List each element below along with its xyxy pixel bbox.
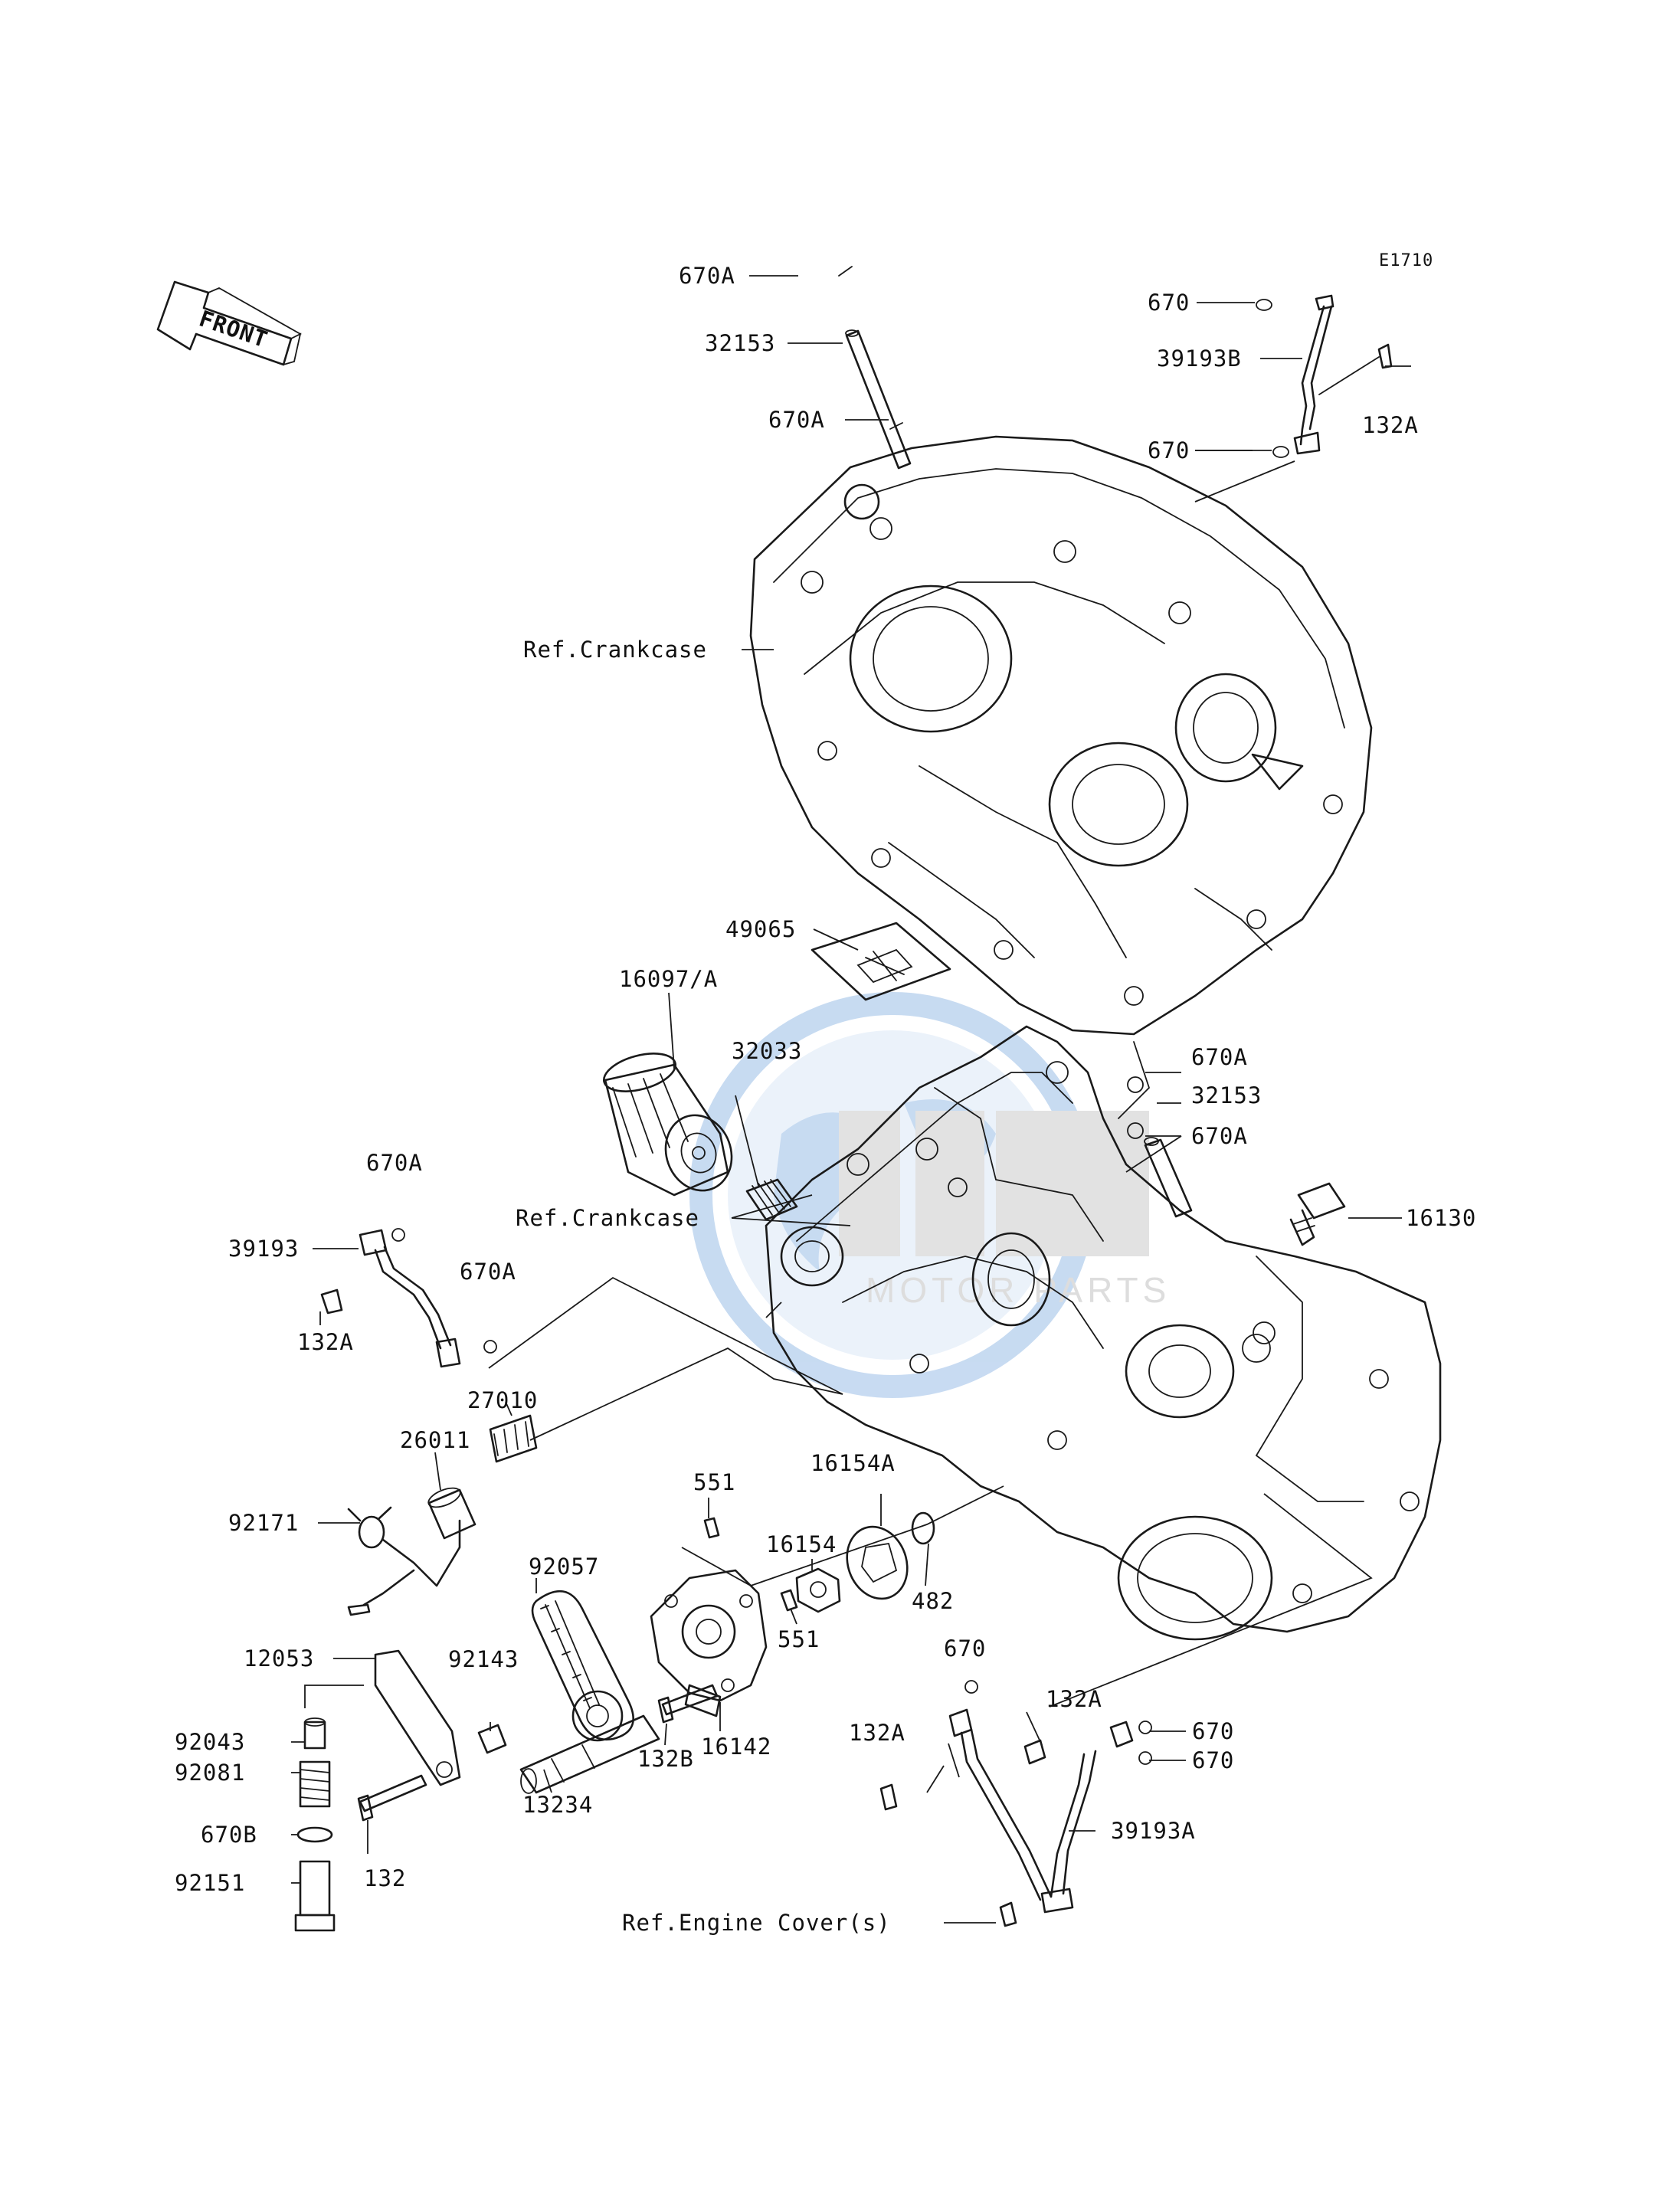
label-49065: 49065 (725, 916, 796, 942)
label-39193B: 39193B (1157, 345, 1242, 372)
label-ref-crankcase-2: Ref.Crankcase (516, 1205, 699, 1231)
label-132A-br2: 132A (849, 1720, 905, 1746)
label-92057: 92057 (529, 1554, 599, 1580)
label-132A-br: 132A (1046, 1686, 1102, 1712)
label-ref-crankcase-1: Ref.Crankcase (523, 637, 707, 663)
tensioner-12053 (374, 1649, 461, 1786)
spring-92081 (299, 1760, 331, 1808)
rotor-16154A (846, 1525, 909, 1600)
pin-551-bot (780, 1589, 798, 1612)
pipe-39193-left (320, 1228, 497, 1368)
label-16154: 16154 (766, 1531, 837, 1557)
label-92151: 92151 (175, 1870, 245, 1896)
crankcase-lower (765, 1025, 1442, 1641)
bolt-132 (357, 1774, 427, 1822)
label-482: 482 (912, 1588, 954, 1614)
label-670-br: 670 (944, 1635, 986, 1662)
label-670A-left2: 670A (460, 1259, 516, 1285)
label-ref-engine-cover: Ref.Engine Cover(s) (622, 1910, 891, 1936)
pipe-39193B (1256, 294, 1393, 458)
label-670A-top2: 670A (768, 407, 825, 433)
label-39193: 39193 (228, 1236, 299, 1262)
cap-92043 (303, 1717, 326, 1750)
chain-92057 (531, 1590, 634, 1742)
label-670A-mid: 670A (1191, 1044, 1248, 1070)
circlip-482 (911, 1511, 935, 1545)
label-670-br3: 670 (1192, 1747, 1234, 1773)
watermark-logo: MOTOR PARTS (689, 992, 1171, 1398)
gear-27010 (489, 1414, 538, 1463)
leader-lines (291, 275, 1411, 1924)
pin-551-top (703, 1517, 720, 1539)
oring-670B (296, 1826, 333, 1843)
label-551-top: 551 (693, 1469, 735, 1495)
label-13234: 13234 (522, 1792, 593, 1818)
label-670A-top: 670A (679, 263, 735, 289)
clamp-92171 (347, 1506, 461, 1616)
gasket-49065 (811, 922, 951, 1001)
label-132A-left: 132A (297, 1329, 354, 1355)
pipe-32153-top (838, 266, 912, 470)
label-92171: 92171 (228, 1510, 299, 1536)
label-670A-mid2: 670A (1191, 1123, 1248, 1149)
part-labels: 670A 32153 670A 670 39193B 132A 670 Ref.… (175, 263, 1476, 1936)
label-32153-mid: 32153 (1191, 1082, 1262, 1108)
shaft-13234 (477, 1714, 660, 1794)
crankcase-upper (749, 435, 1373, 1036)
front-arrow-label: FRONT (196, 305, 271, 352)
label-670-tr: 670 (1148, 290, 1190, 316)
label-670A-left: 670A (366, 1150, 423, 1176)
label-670-tr2: 670 (1148, 437, 1190, 463)
label-551-bot: 551 (778, 1626, 820, 1652)
fitting-16130 (1289, 1182, 1346, 1246)
label-132B: 132B (637, 1746, 694, 1772)
label-16130: 16130 (1406, 1205, 1476, 1231)
diagram-code: E1710 (1379, 251, 1433, 270)
label-16154A: 16154A (811, 1450, 896, 1476)
label-16142: 16142 (701, 1734, 771, 1760)
label-32153-top: 32153 (705, 330, 775, 356)
label-12053: 12053 (244, 1645, 314, 1671)
label-16097A: 16097/A (619, 966, 718, 992)
label-39193A: 39193A (1111, 1818, 1196, 1844)
oil-pump-16142 (650, 1569, 768, 1717)
label-132A-tr: 132A (1362, 412, 1419, 438)
plug-92151 (294, 1860, 336, 1932)
label-27010: 27010 (467, 1387, 538, 1413)
watermark-text: MOTOR PARTS (866, 1270, 1171, 1310)
label-92081: 92081 (175, 1760, 245, 1786)
pipe-39193A (879, 1680, 1152, 1927)
front-arrow-icon: FRONT (156, 280, 302, 366)
sleeve-26011 (427, 1487, 476, 1540)
label-670B: 670B (201, 1822, 257, 1848)
label-92143: 92143 (448, 1646, 519, 1672)
rotor-16154 (795, 1567, 841, 1613)
label-32033: 32033 (732, 1038, 802, 1064)
label-132-bot: 132 (364, 1865, 406, 1891)
bolt-132B (657, 1684, 719, 1724)
label-26011: 26011 (400, 1427, 470, 1453)
pipe-32153-mid (1127, 1076, 1193, 1218)
label-92043: 92043 (175, 1729, 245, 1755)
label-670-br2: 670 (1192, 1718, 1234, 1744)
